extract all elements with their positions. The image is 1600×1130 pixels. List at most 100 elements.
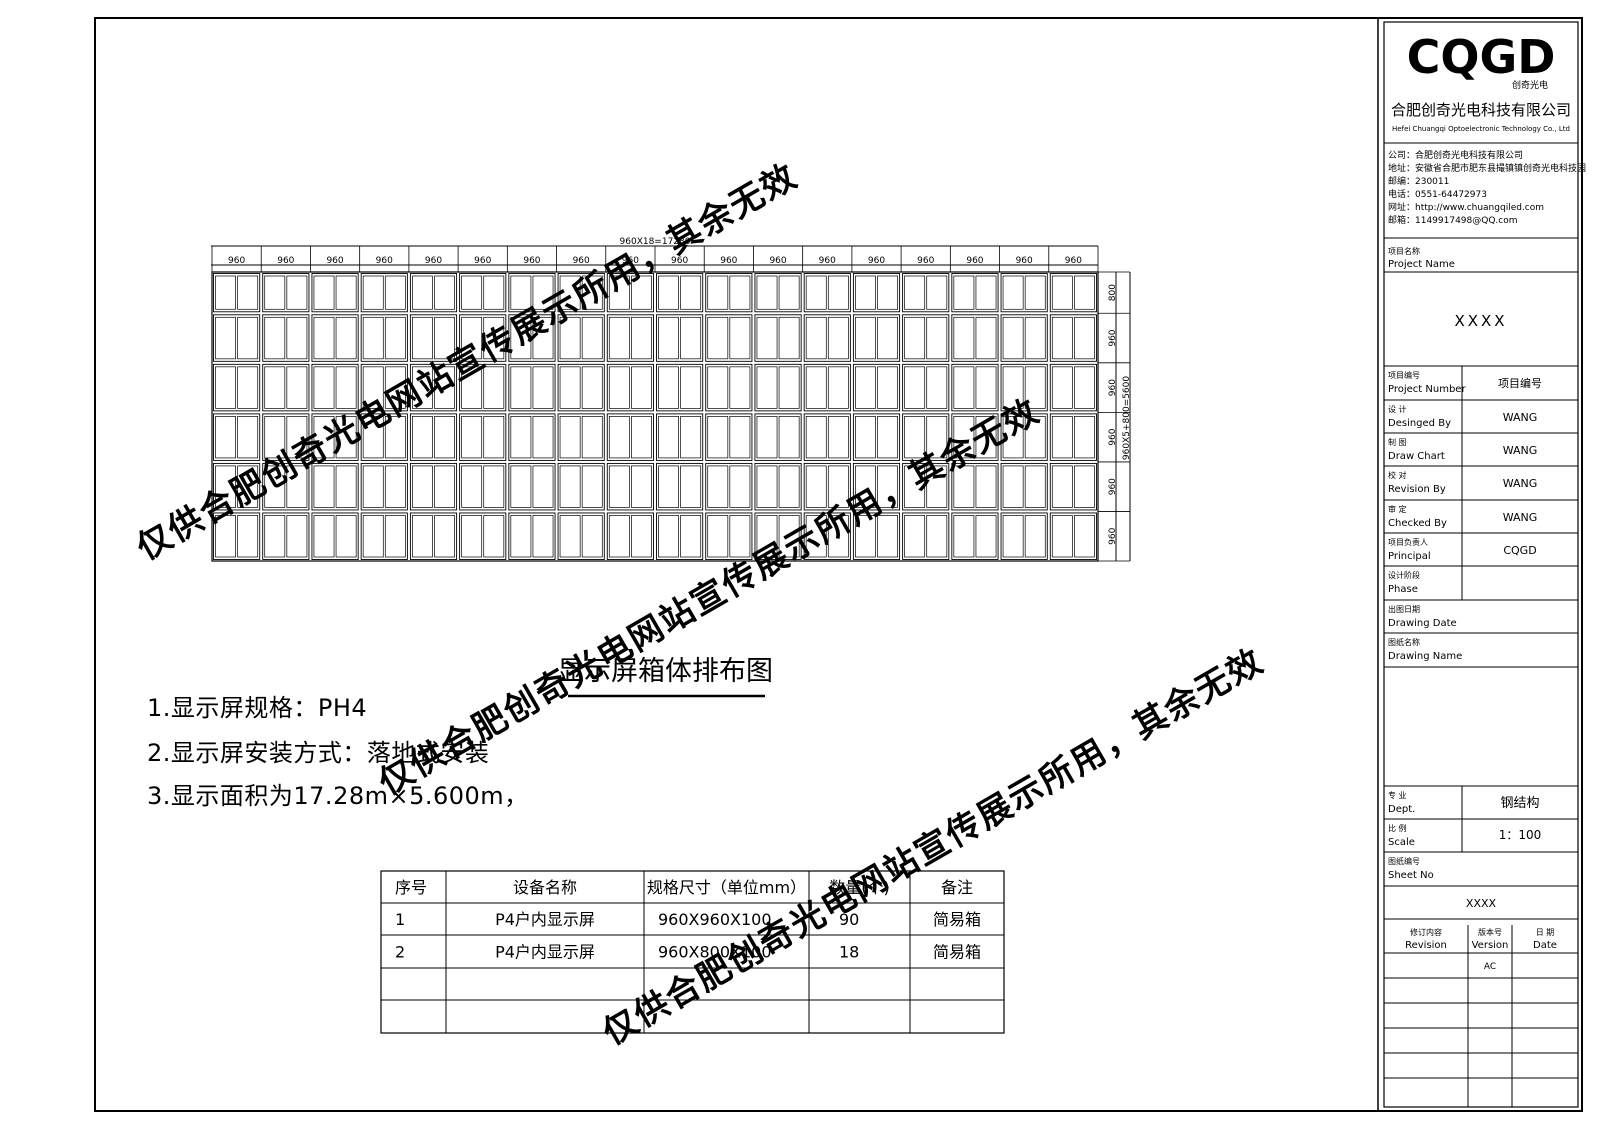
module	[313, 316, 335, 360]
module	[510, 465, 532, 508]
module	[707, 275, 729, 310]
module	[362, 275, 384, 310]
equipment-table	[380, 870, 1005, 1034]
module	[926, 366, 948, 409]
module	[805, 366, 827, 409]
module	[827, 316, 849, 360]
module	[805, 275, 827, 310]
table-cell: 18	[839, 943, 859, 962]
module	[286, 366, 308, 409]
module	[384, 316, 406, 360]
module	[412, 366, 433, 409]
cabinet	[852, 363, 901, 412]
module	[680, 416, 702, 459]
module	[827, 465, 849, 508]
module	[805, 316, 827, 360]
module	[215, 515, 236, 558]
cabinet	[1049, 273, 1097, 313]
module	[975, 366, 997, 409]
module	[729, 366, 751, 409]
module	[412, 465, 433, 508]
module	[680, 275, 702, 310]
cabinet	[951, 462, 999, 511]
cabinet	[852, 314, 901, 362]
note-3: 3.显示面积为17.28m×5.600m，	[147, 782, 529, 810]
module	[335, 316, 357, 360]
module	[975, 416, 997, 459]
module	[362, 515, 384, 558]
total-width-label: 960X18=17280	[620, 237, 691, 247]
module	[631, 416, 652, 459]
cabinet	[1000, 413, 1048, 461]
cabinet	[803, 462, 851, 511]
module	[1002, 366, 1024, 409]
column-label: 960	[425, 256, 442, 266]
module	[237, 416, 259, 459]
table-header-cell: 设备名称	[513, 878, 577, 897]
module	[756, 366, 778, 409]
module	[1051, 366, 1073, 409]
module	[1002, 275, 1024, 310]
cabinet	[606, 462, 654, 511]
module	[559, 515, 581, 558]
sheet-no-en: Sheet No	[1388, 870, 1434, 881]
scale-en: Scale	[1388, 837, 1415, 848]
module	[384, 515, 406, 558]
column-label: 960	[277, 256, 294, 266]
module	[855, 416, 876, 459]
cabinet	[557, 273, 605, 313]
module	[805, 515, 827, 558]
column-label: 960	[573, 256, 590, 266]
cabinet	[705, 512, 753, 560]
module	[412, 515, 433, 558]
module	[362, 366, 384, 409]
module	[855, 465, 876, 508]
module	[1024, 316, 1046, 360]
module	[264, 515, 286, 558]
module	[827, 515, 849, 558]
module	[877, 275, 898, 310]
module	[756, 515, 778, 558]
module	[778, 465, 800, 508]
cabinet	[951, 314, 999, 362]
module	[532, 275, 554, 310]
field-label-cn: 审 定	[1388, 504, 1407, 514]
cabinet	[902, 462, 950, 511]
module	[532, 465, 554, 508]
module	[877, 366, 898, 409]
cabinet	[606, 512, 654, 560]
module	[778, 366, 800, 409]
cabinet	[311, 512, 359, 560]
note-2: 2.显示屏安装方式：落地式安装	[147, 739, 490, 767]
revision-version: AC	[1484, 962, 1496, 972]
module	[855, 275, 876, 310]
module	[926, 316, 948, 360]
revision-header-cn: 修订内容	[1410, 927, 1442, 937]
module	[608, 416, 630, 459]
module	[581, 416, 603, 459]
module	[559, 416, 581, 459]
module	[335, 416, 357, 459]
module	[335, 366, 357, 409]
module	[461, 515, 483, 558]
module	[707, 316, 729, 360]
company-name-cn: 合肥创奇光电科技有限公司	[1391, 101, 1571, 119]
cabinet	[852, 512, 901, 560]
module	[707, 515, 729, 558]
company-info-line: 邮编：230011	[1388, 175, 1449, 187]
module	[215, 416, 236, 459]
field-label-cn: 校 对	[1388, 470, 1407, 480]
field-value: CQGD	[1503, 544, 1536, 557]
module	[581, 465, 603, 508]
module	[729, 515, 751, 558]
cabinet	[656, 413, 704, 461]
column-label: 960	[671, 256, 688, 266]
module	[335, 275, 357, 310]
module	[1024, 366, 1046, 409]
module	[1024, 465, 1046, 508]
module	[680, 465, 702, 508]
module	[581, 366, 603, 409]
cabinet-grid	[211, 271, 1099, 562]
module	[631, 366, 652, 409]
